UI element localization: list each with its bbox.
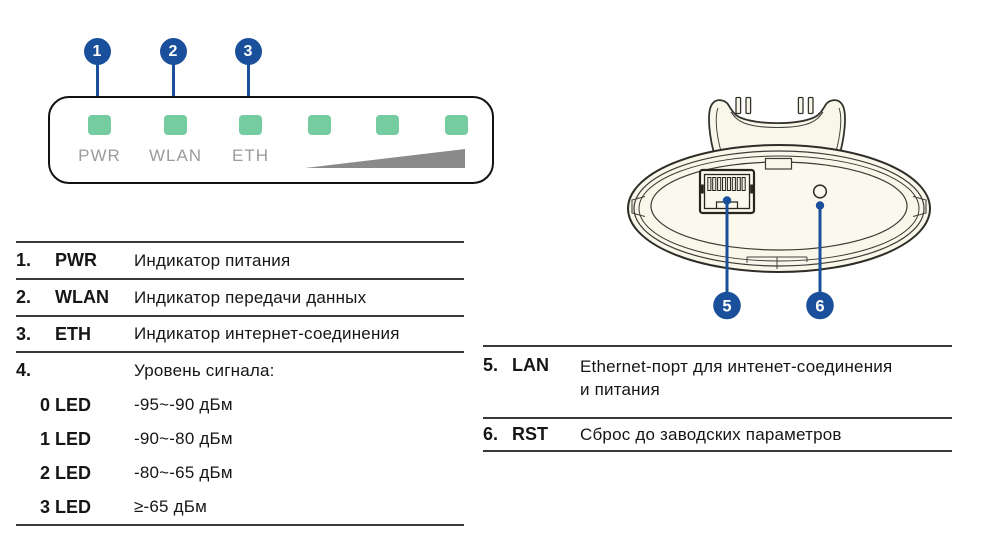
row-code: LAN bbox=[512, 355, 549, 375]
callout-3-stem bbox=[246, 63, 250, 106]
row-code: PWR bbox=[55, 250, 97, 270]
signal-strength-wedge-icon bbox=[305, 149, 465, 168]
callout-3-badge: 3 bbox=[234, 38, 262, 65]
left-clip-notch bbox=[631, 195, 646, 218]
bottom-latch-lines bbox=[746, 256, 808, 269]
row-code: RST bbox=[512, 424, 548, 444]
callout-6-number: 6 bbox=[815, 298, 824, 316]
row-description: Индикатор интернет-соединения bbox=[134, 324, 400, 343]
callout-6-stem bbox=[815, 201, 825, 292]
table-row-signal-header: 4. Уровень сигнала: bbox=[16, 351, 464, 388]
signal-level-row-3: 3 LED ≥-65 дБм bbox=[16, 490, 464, 524]
pole-mount-clip-inner-line bbox=[730, 111, 824, 128]
device-inner-face bbox=[650, 161, 908, 251]
table-row-pwr: 1. PWR Индикатор питания bbox=[16, 241, 464, 278]
table-row-rst: 6. RST Сброс до заводских параметров bbox=[483, 417, 952, 450]
eth-led-label: ETH bbox=[232, 146, 269, 165]
row-number: 4. bbox=[16, 360, 32, 380]
signal-level-range: -95~-90 дБм bbox=[134, 395, 233, 414]
row-description-line1: Ethernet-порт для интенет-соединения bbox=[580, 357, 893, 376]
row-description: Сброс до заводских параметров bbox=[580, 425, 842, 444]
callout-1-badge: 1 bbox=[83, 38, 111, 65]
device-body-rim bbox=[633, 150, 925, 267]
row-description: Уровень сигнала: bbox=[134, 360, 275, 380]
callout-5-stem bbox=[722, 196, 732, 292]
led-panel: PWR WLAN ETH bbox=[48, 96, 494, 184]
row-number: 1. bbox=[16, 250, 32, 270]
signal-led-1 bbox=[308, 115, 331, 135]
row-number: 2. bbox=[16, 287, 32, 307]
callout-3-number: 3 bbox=[243, 42, 253, 60]
ethernet-port-pins bbox=[707, 177, 746, 191]
reset-hole bbox=[812, 184, 828, 199]
pwr-led bbox=[88, 115, 111, 135]
pwr-led-label: PWR bbox=[78, 146, 121, 165]
device-body-rim-2 bbox=[638, 155, 920, 262]
callout-2-badge: 2 bbox=[159, 38, 187, 65]
table-row-wlan: 2. WLAN Индикатор передачи данных bbox=[16, 278, 464, 315]
signal-level-range: ≥-65 дБм bbox=[134, 497, 207, 516]
row-number: 6. bbox=[483, 424, 499, 444]
pole-mount-clip bbox=[708, 99, 846, 161]
signal-led-2 bbox=[376, 115, 399, 135]
callout-2-number: 2 bbox=[168, 42, 178, 60]
port-table: 5. LAN Ethernet-порт для интенет-соедине… bbox=[483, 345, 952, 452]
right-clip-notch bbox=[912, 195, 927, 218]
callout-1-number: 1 bbox=[92, 42, 102, 60]
signal-level-label: 3 LED bbox=[40, 496, 92, 517]
callout-5-badge: 5 bbox=[713, 291, 741, 320]
row-number: 5. bbox=[483, 355, 499, 375]
row-number: 3. bbox=[16, 323, 32, 344]
signal-level-row-0: 0 LED -95~-90 дБм bbox=[16, 388, 464, 422]
signal-level-range: -90~-80 дБм bbox=[134, 429, 233, 448]
table-row-eth: 3. ETH Индикатор интернет-соединения bbox=[16, 315, 464, 351]
row-description: Индикатор передачи данных bbox=[134, 287, 367, 307]
signal-level-range: -80~-65 дБм bbox=[134, 463, 233, 482]
ethernet-port bbox=[698, 168, 756, 215]
signal-level-label: 2 LED bbox=[40, 462, 92, 483]
indicator-table: 1. PWR Индикатор питания 2. WLAN Индикат… bbox=[16, 241, 464, 526]
callout-2-stem bbox=[171, 63, 175, 106]
callout-6-badge: 6 bbox=[806, 291, 834, 320]
signal-level-row-2: 2 LED -80~-65 дБм bbox=[16, 456, 464, 490]
mount-clip-teeth bbox=[735, 96, 814, 115]
row-code: ETH bbox=[55, 323, 91, 344]
table-row-lan: 5. LAN Ethernet-порт для интенет-соедине… bbox=[483, 345, 952, 417]
row-description-line2: и питания bbox=[580, 380, 660, 399]
callout-1-stem bbox=[95, 63, 99, 106]
signal-level-label: 0 LED bbox=[40, 394, 92, 415]
callout-5-number: 5 bbox=[722, 298, 731, 316]
wlan-led bbox=[164, 115, 187, 135]
eth-led bbox=[239, 115, 262, 135]
signal-led-3 bbox=[445, 115, 468, 135]
signal-level-label: 1 LED bbox=[40, 428, 92, 449]
top-latch-tab bbox=[764, 157, 793, 170]
device-bottom-view: 5 6 bbox=[627, 96, 931, 320]
row-code: WLAN bbox=[55, 287, 109, 307]
row-description: Индикатор питания bbox=[134, 250, 291, 270]
row-description: Ethernet-порт для интенет-соединения и п… bbox=[580, 355, 952, 401]
wlan-led-label: WLAN bbox=[148, 146, 203, 165]
signal-level-row-1: 1 LED -90~-80 дБм bbox=[16, 422, 464, 456]
